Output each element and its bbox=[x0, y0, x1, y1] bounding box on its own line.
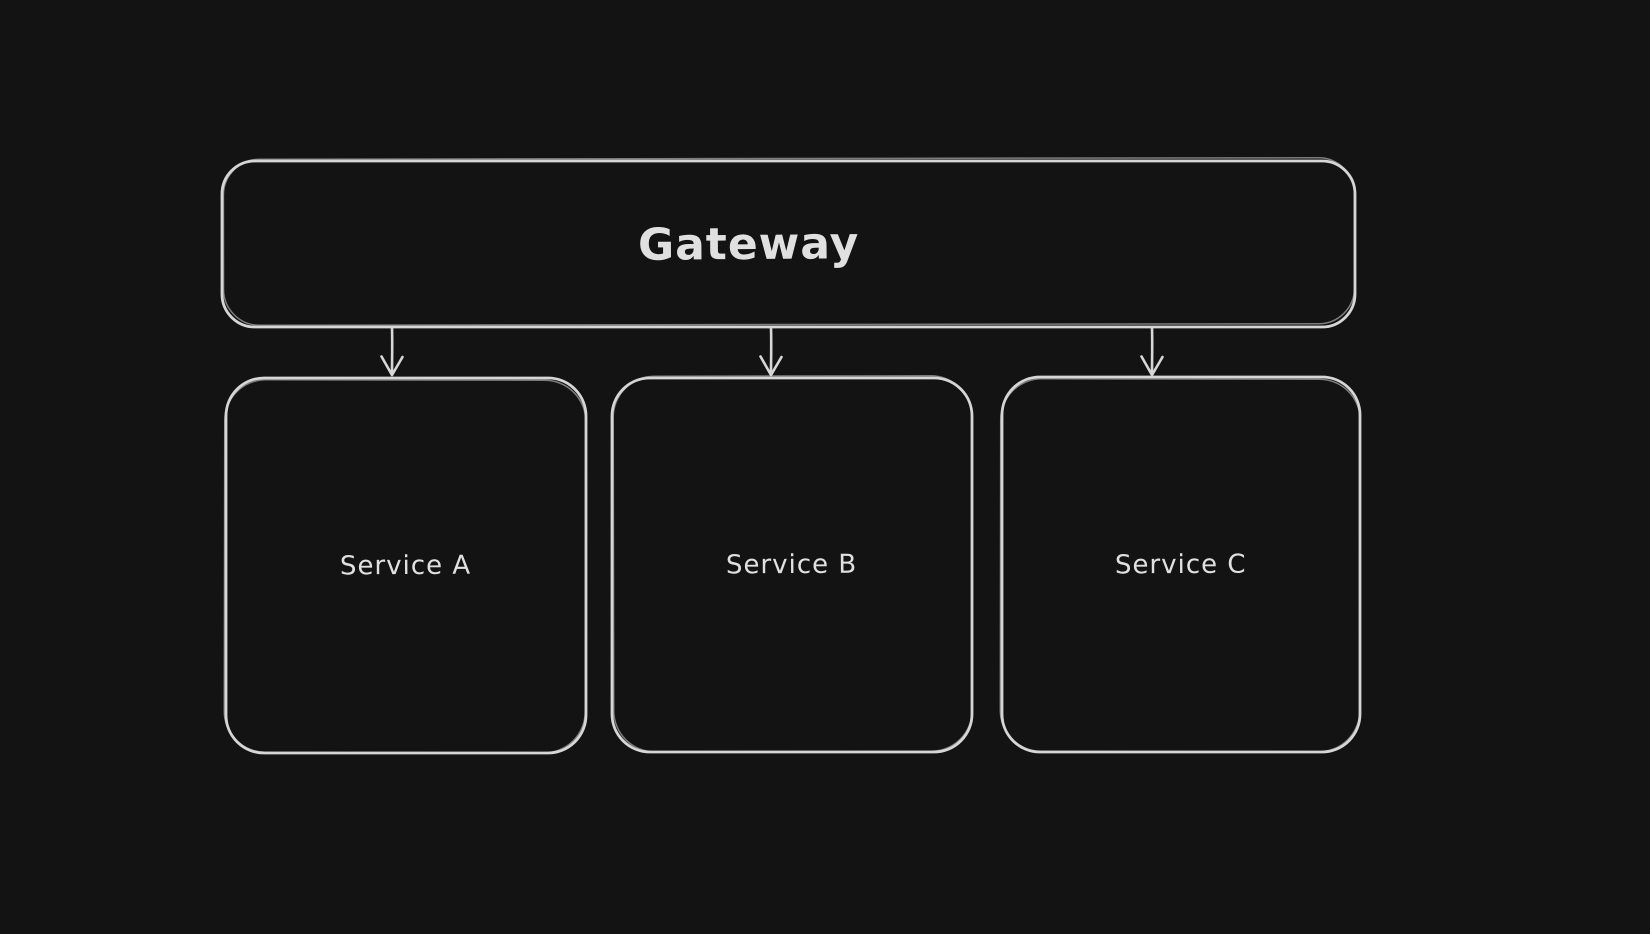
arrow-gateway-to-service-b[interactable] bbox=[759, 326, 783, 377]
node-service-c-box[interactable] bbox=[999, 375, 1362, 754]
arrow-gateway-to-service-a[interactable] bbox=[380, 326, 404, 377]
service-a-box-outline bbox=[224, 376, 588, 755]
service-c-box-outline-sketch-pass bbox=[999, 378, 1361, 753]
arrow-a-head bbox=[380, 355, 404, 377]
node-service-a-box[interactable] bbox=[223, 376, 588, 755]
service-c-box-outline bbox=[1000, 375, 1362, 754]
gateway-box-outline-sketch-pass bbox=[222, 157, 1356, 326]
arrow-c-head bbox=[1140, 355, 1164, 377]
service-a-box-outline-sketch-pass bbox=[223, 379, 587, 754]
service-b-box-outline-sketch-pass bbox=[612, 375, 974, 753]
arrow-gateway-to-service-c[interactable] bbox=[1140, 326, 1164, 377]
node-gateway-box[interactable] bbox=[220, 157, 1357, 329]
gateway-box-outline bbox=[220, 159, 1357, 329]
arrow-b-head bbox=[759, 355, 783, 377]
node-service-b-box[interactable] bbox=[610, 375, 974, 754]
service-b-box-outline bbox=[610, 376, 974, 754]
